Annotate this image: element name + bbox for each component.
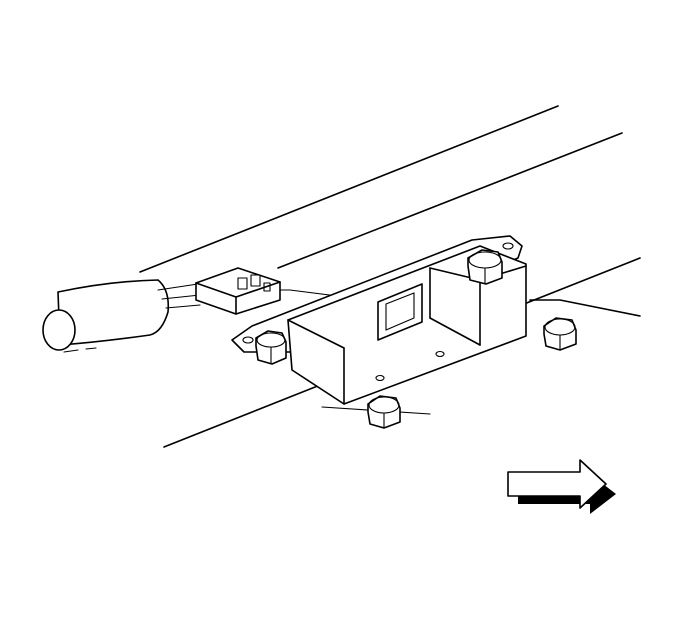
harness-wire (161, 294, 201, 300)
surface-edge-line (277, 132, 623, 269)
surface-lip-line (529, 299, 641, 317)
direction-arrow-icon (507, 459, 616, 514)
module-rivet (375, 374, 385, 382)
mounting-nut-left (255, 330, 287, 365)
harness-sleeve-end (42, 309, 76, 351)
mounting-nut-bottom (367, 395, 401, 429)
module-connector-socket (377, 283, 423, 341)
module (231, 235, 527, 405)
surface-edge-line (139, 105, 559, 273)
connector-terminal (250, 274, 261, 287)
connector-edge (195, 282, 237, 298)
connector-body (195, 267, 281, 315)
flange-hole (502, 242, 514, 250)
socket-opening (385, 292, 415, 331)
flange-hole (242, 336, 254, 344)
electrical-connector (195, 267, 291, 315)
harness-wire (157, 283, 199, 291)
mounting-nut-top (467, 249, 503, 285)
wiring-harness (42, 279, 201, 353)
module-rivet (435, 350, 445, 358)
connector-terminal (237, 277, 248, 290)
connector-edge (235, 281, 281, 298)
motion-tick (85, 347, 97, 350)
harness-wire (165, 304, 201, 309)
harness-sleeve (57, 279, 170, 346)
module-edge (429, 317, 481, 346)
mounting-nut-right (543, 317, 577, 351)
motion-tick (63, 349, 79, 353)
connector-latch (263, 282, 271, 292)
module-edge (287, 319, 345, 349)
